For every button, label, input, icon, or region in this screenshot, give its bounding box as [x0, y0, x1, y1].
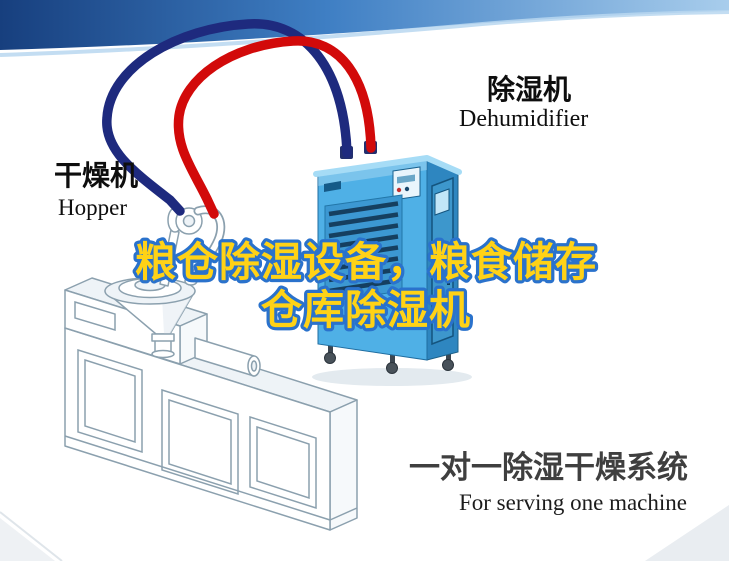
floor-shadow: [312, 368, 472, 386]
vent-slat: [328, 201, 399, 217]
door-window: [434, 188, 450, 216]
hoses: [102, 19, 376, 219]
caster-wheel: [442, 359, 454, 371]
wheel-stem: [446, 351, 451, 361]
red-hose: [173, 36, 376, 219]
vent-slat: [328, 278, 399, 294]
control-button-red: [396, 187, 402, 193]
duct-flange: [184, 276, 198, 286]
hopper-flange: [151, 349, 175, 359]
wheel-stem: [390, 354, 395, 364]
vent-slat: [328, 267, 399, 283]
vent-slat: [328, 234, 399, 250]
title-line1: 粮仓除湿设备，粮食储存: [135, 239, 597, 285]
riser-pipe: [159, 229, 180, 287]
extruder-front-face: [64, 327, 331, 531]
gearbox-detail: [74, 300, 116, 332]
brand-plate: [324, 181, 341, 192]
vent-slat: [328, 223, 399, 239]
vent-slat: [328, 212, 399, 228]
hopper-label-cn: 干燥机: [54, 160, 139, 191]
extruder-panel-b: [161, 388, 239, 496]
dehumidifier-label-en: Dehumidifier: [459, 106, 589, 132]
corner-accents: [0, 505, 729, 561]
caster-wheel: [324, 352, 336, 364]
side-door: [431, 176, 454, 346]
corner-accent-right: [645, 505, 729, 561]
caption-cn: 一对一除湿干燥系统: [409, 450, 688, 485]
extruder-panel-c: [249, 415, 317, 510]
door-button: [436, 317, 442, 323]
wheel-stem: [328, 344, 333, 354]
dehumidifier-top-face: [313, 155, 462, 177]
poster-title: 粮仓除湿设备，粮食储存 仓库除湿机: [132, 236, 600, 337]
caption-en: For serving one machine: [458, 490, 687, 515]
control-button-blue: [404, 186, 410, 192]
hopper-machine: [64, 205, 358, 531]
corner-accent-left: [0, 518, 55, 561]
dehumidifier-front-highlight: [318, 160, 427, 186]
corner-accent-line: [0, 511, 63, 561]
control-panel: [392, 166, 421, 201]
vent-slats: [328, 201, 399, 294]
top-banner: [0, 0, 729, 57]
door-button: [436, 307, 442, 313]
extruder-panel-a: [77, 348, 143, 454]
dehumidifier-label-cn: 除湿机: [487, 74, 572, 105]
navy-hose: [102, 19, 352, 216]
caster-wheel: [386, 362, 398, 374]
banner-accent-curve: [0, 10, 729, 57]
barrel-cap-center: [250, 360, 258, 372]
title-line2: 仓库除湿机: [261, 287, 471, 333]
vent-slat: [328, 256, 399, 272]
blower-hub: [182, 214, 196, 228]
hopper-label-en: Hopper: [58, 195, 127, 220]
vent-slat: [328, 245, 399, 261]
banner-swoosh: [0, 0, 729, 50]
control-panel-display: [397, 174, 415, 184]
extruder-base-line: [64, 435, 358, 521]
